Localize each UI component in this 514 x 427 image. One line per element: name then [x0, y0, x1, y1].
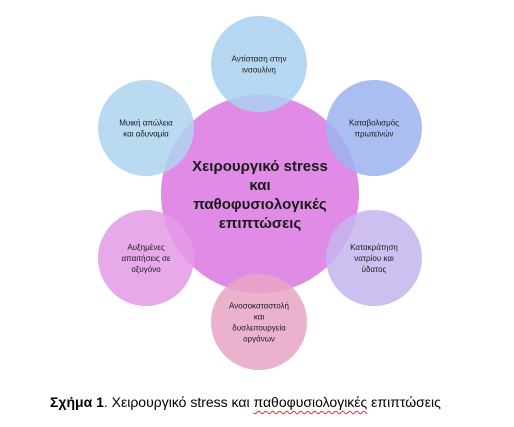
figure-caption: Σχήμα 1. Χειρουργικό stress και παθοφυσι…	[50, 394, 441, 410]
caption-text: . Χειρουργικό stress και	[103, 394, 254, 410]
satellite-circle-sodium-water-retention	[326, 210, 422, 306]
satellite-circle-oxygen-demand	[98, 210, 194, 306]
satellite-circle-protein-catabolism	[326, 80, 422, 176]
satellite-circle-immunosuppression	[211, 274, 307, 370]
satellite-circle-muscle-loss	[98, 80, 194, 176]
caption-text-end: επιπτώσεις	[367, 394, 441, 410]
satellite-circle-insulin-resistance	[211, 16, 307, 112]
center-circle	[161, 95, 359, 293]
caption-label: Σχήμα 1	[50, 394, 104, 410]
caption-spellcheck-word: παθοφυσιολογικές	[253, 394, 368, 410]
